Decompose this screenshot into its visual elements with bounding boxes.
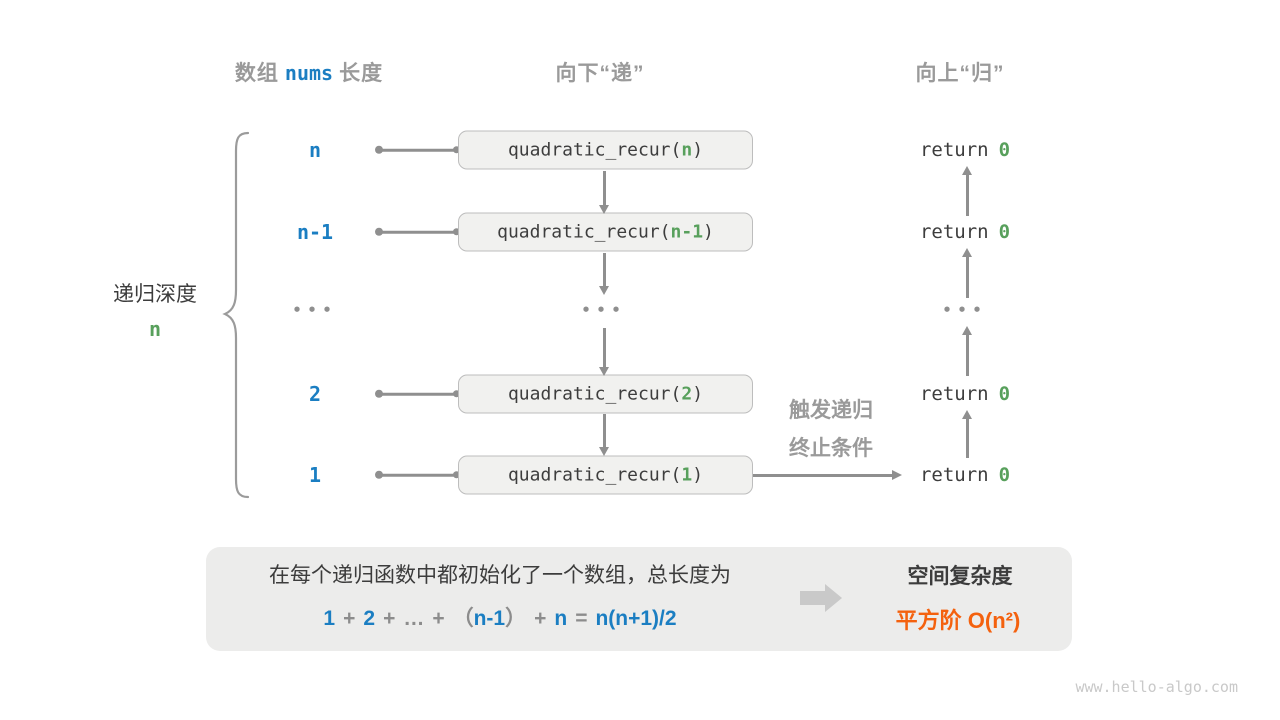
arrow-down-icon [603, 253, 606, 287]
arrow-down-icon [603, 328, 606, 368]
ellipsis-returns: ••• [942, 301, 988, 319]
call-box-2: quadratic_recur(2) [458, 374, 753, 414]
complexity-title: 空间复杂度 [907, 565, 1013, 588]
return-statement: return 0 [900, 139, 1030, 161]
implies-arrow-icon [800, 584, 844, 612]
summary-formula: 1 +2 + … + （n-1） + n = n(n+1)/2 [230, 602, 770, 632]
call-suffix: ) [703, 221, 714, 243]
formula-equals: = [575, 607, 588, 630]
summary-text: 在每个递归函数中都初始化了一个数组，总长度为 [269, 564, 731, 587]
depth-brace [222, 131, 250, 499]
length-label-1: 1 [308, 463, 322, 487]
formula-term: 1 [323, 607, 336, 630]
return-value: 0 [998, 464, 1011, 486]
formula-paren-open: （ [452, 607, 474, 630]
site-watermark: www.hello-algo.com [1075, 678, 1238, 696]
connector-line [378, 392, 458, 396]
arrow-up-icon [966, 256, 969, 298]
length-label-n: n [308, 138, 322, 162]
return-statement: return 0 [900, 464, 1030, 486]
summary-panel [206, 547, 1072, 651]
arrow-down-icon [603, 171, 606, 206]
call-param: 1 [681, 464, 693, 486]
call-box-1: quadratic_recur(1) [458, 455, 753, 495]
arrow-right-icon [753, 474, 893, 477]
return-statement: return 0 [900, 383, 1030, 405]
return-value: 0 [998, 383, 1011, 405]
call-suffix: ) [692, 383, 704, 405]
return-keyword: return [919, 383, 989, 405]
trigger-label-line2: 终止条件 [789, 437, 873, 460]
ellipsis-calls: ••• [581, 301, 627, 319]
return-value: 0 [998, 139, 1011, 161]
length-label-n-1: n-1 [296, 220, 334, 244]
call-param: n-1 [670, 221, 704, 243]
formula-operator: + [383, 607, 396, 630]
formula-operator: + [343, 607, 356, 630]
call-box-n-1: quadratic_recur(n-1) [458, 212, 753, 252]
recursion-depth-label: 递归深度 [113, 283, 197, 306]
recursion-depth-var: n [148, 317, 162, 341]
formula-result: n(n+1)/2 [595, 607, 677, 630]
call-param: 2 [681, 383, 693, 405]
return-keyword: return [919, 139, 989, 161]
call-prefix: quadratic_recur( [507, 464, 682, 486]
header-downward-recurse: 向下“递” [555, 62, 645, 85]
connector-line [378, 230, 458, 234]
length-label-2: 2 [308, 382, 322, 406]
header-nums-code: nums [284, 61, 334, 85]
call-prefix: quadratic_recur( [507, 383, 682, 405]
return-value: 0 [998, 221, 1011, 243]
call-prefix: quadratic_recur( [507, 139, 682, 161]
formula-term: n [554, 607, 568, 630]
formula-operator: + [432, 607, 445, 630]
header-upward-return: 向上“归” [915, 62, 1005, 85]
formula-paren-close: ） [505, 607, 527, 630]
formula-ellipsis: … [403, 607, 425, 630]
formula-term: 2 [363, 607, 376, 630]
header-array-prefix: 数组 [234, 62, 279, 85]
return-keyword: return [919, 464, 989, 486]
arrow-up-icon [966, 334, 969, 376]
arrow-up-icon [966, 418, 969, 458]
arrow-down-icon [603, 414, 606, 448]
header-array-suffix: 长度 [339, 62, 384, 85]
return-statement: return 0 [900, 221, 1030, 243]
call-prefix: quadratic_recur( [497, 221, 671, 243]
connector-line [378, 148, 458, 152]
formula-term: n-1 [473, 607, 506, 630]
call-param: n [681, 139, 693, 161]
return-keyword: return [919, 221, 989, 243]
trigger-label-line1: 触发递归 [789, 399, 873, 422]
ellipsis-labels: ••• [292, 301, 338, 319]
formula-operator: + [534, 607, 547, 630]
call-box-n: quadratic_recur(n) [458, 130, 753, 170]
complexity-value: 平方阶 O(n²) [895, 608, 1021, 633]
call-suffix: ) [692, 139, 704, 161]
arrow-up-icon [966, 174, 969, 216]
connector-line [378, 473, 458, 477]
call-suffix: ) [692, 464, 704, 486]
